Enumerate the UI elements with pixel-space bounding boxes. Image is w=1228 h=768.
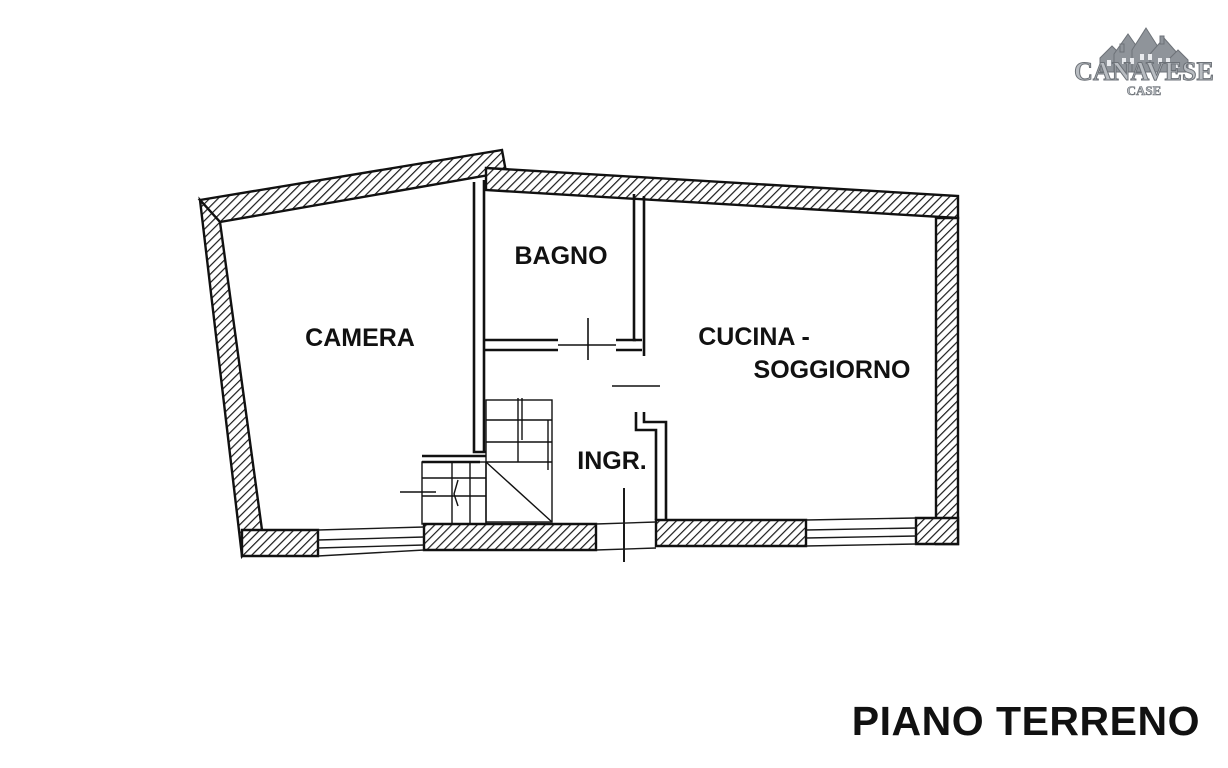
window-camera <box>317 526 425 557</box>
exterior-walls <box>197 148 960 560</box>
room-label-bagno: BAGNO <box>514 242 607 270</box>
wall-bottom-1 <box>240 528 320 558</box>
door-marks <box>400 318 660 493</box>
canavese-case-logo: CANAVESE CASE <box>1074 27 1214 98</box>
houses-icon <box>1099 27 1189 73</box>
staircase-outline <box>485 399 553 523</box>
partition-camera <box>472 182 486 454</box>
wall-top-left <box>197 148 508 224</box>
room-label-camera: CAMERA <box>305 324 415 352</box>
room-label-cucina: CUCINA - <box>698 323 810 351</box>
wall-left <box>198 196 264 560</box>
door-entrance <box>595 488 657 562</box>
staircase <box>421 398 553 525</box>
logo-sub-text: CASE <box>1127 83 1162 98</box>
partition-ingresso-cucina <box>634 412 658 520</box>
window-cucina <box>805 517 917 547</box>
wall-top-right <box>484 166 960 220</box>
logo-brand-text: CANAVESE <box>1074 57 1214 86</box>
room-label-soggiorno: SOGGIORNO <box>754 356 911 384</box>
wall-right <box>934 216 960 546</box>
wall-bottom-2 <box>422 522 598 552</box>
partition-bagno-cucina <box>632 194 642 342</box>
windows <box>317 488 917 562</box>
wall-bottom-3 <box>654 518 808 548</box>
wall-bottom-4 <box>914 516 960 546</box>
floor-title: PIANO TERRENO <box>851 698 1200 744</box>
room-label-ingresso: INGR. <box>577 447 646 475</box>
